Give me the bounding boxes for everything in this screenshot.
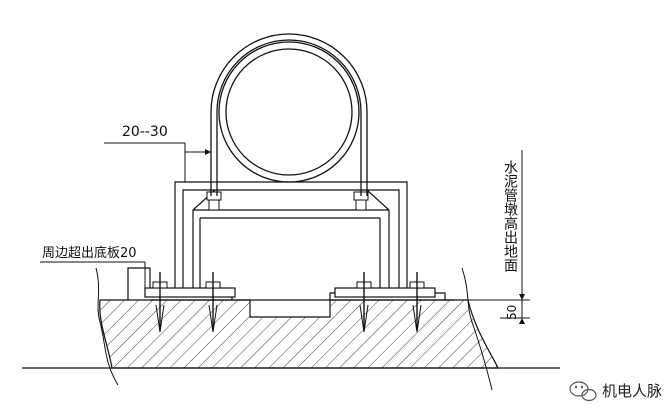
watermark: 机电人脉 [569,381,662,402]
u-bolt-inner [216,39,362,196]
base-plate-left [144,287,236,298]
pier-height-note: 水泥管墩高出地面 [502,160,518,272]
base-plate-right [334,287,436,298]
u-bolt [210,33,368,196]
u-bolt-nut-left [206,191,222,211]
height-value-label: 50 [505,305,519,320]
anchor-bolt-3 [356,272,372,333]
gap-arrow [205,149,211,155]
height-arrow-bottom [519,318,525,324]
left-break-line [95,267,119,386]
height-arrow-top [519,294,525,300]
gap-dimension-label: 20--30 [122,124,168,140]
pier-left-step [127,267,151,300]
pipe-outer [218,41,360,183]
anchor-bolt-1 [152,272,168,333]
watermark-text: 机电人脉 [602,382,662,400]
pipe-inner [225,48,353,176]
edge-margin-label: 周边超出底板20 [42,245,137,261]
right-break-line [461,267,493,391]
anchor-bolt-2 [205,272,221,333]
wechat-icon [569,381,597,402]
anchor-bolt-4 [409,272,425,333]
